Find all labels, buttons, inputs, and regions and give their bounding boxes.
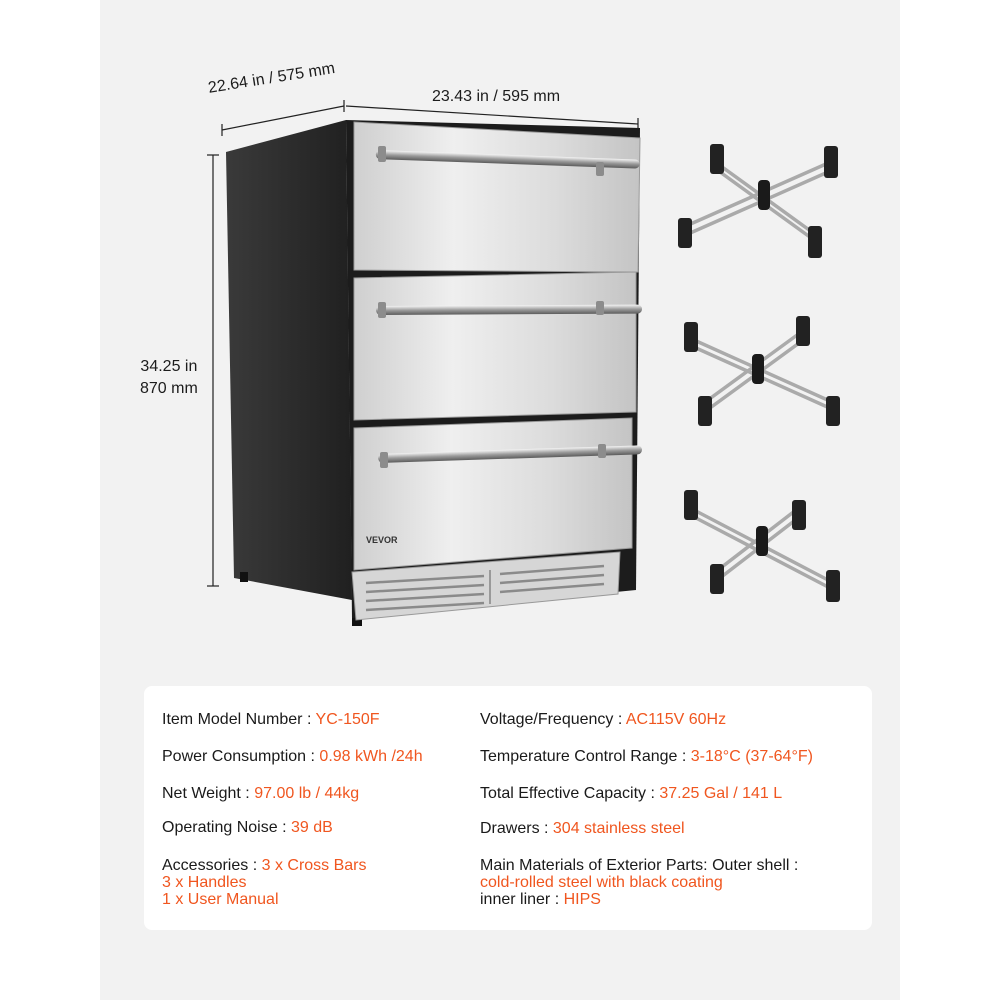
spec-model: Item Model Number : YC-150F [162,711,380,729]
spec-capacity-label: Total Effective Capacity : [480,785,655,802]
spec-drawers-label: Drawers : [480,820,549,837]
height-inches: 34.25 in [140,358,198,375]
spec-capacity: Total Effective Capacity : 37.25 Gal / 1… [480,785,782,803]
spec-noise-label: Operating Noise : [162,819,287,836]
spec-temperature-value: 3-18°C (37-64°F) [690,748,813,765]
spec-materials-inner-label: inner liner : [480,891,560,908]
drawer-middle [353,271,643,421]
spec-drawers: Drawers : 304 stainless steel [480,820,685,838]
spec-accessories: Accessories : 3 x Cross Bars 3 x Handles… [162,857,367,908]
spec-temperature-label: Temperature Control Range : [480,748,687,765]
cross-bar-3 [684,490,840,602]
width-dimension-label: 23.43 in / 595 mm [432,88,561,105]
spec-weight: Net Weight : 97.00 lb / 44kg [162,785,359,803]
spec-voltage: Voltage/Frequency : AC115V 60Hz [480,711,726,729]
product-illustration: VEVOR [207,100,840,626]
drawer-top [353,121,641,273]
spec-weight-label: Net Weight : [162,785,250,802]
spec-voltage-label: Voltage/Frequency : [480,711,623,728]
spec-power-value: 0.98 kWh /24h [319,748,423,765]
spec-materials-outer-value: cold-rolled steel with black coating [480,874,723,891]
spec-accessories-item: 3 x Handles [162,874,247,891]
kick-plate-vent [351,551,621,621]
depth-dimension-line [221,100,345,136]
cross-bar-1 [678,144,838,258]
height-dimension-label: 34.25 in 870 mm [140,356,198,400]
spec-noise-value: 39 dB [290,819,333,836]
spec-voltage-value: AC115V 60Hz [625,711,727,728]
spec-temperature: Temperature Control Range : 3-18°C (37-6… [480,748,813,766]
spec-materials: Main Materials of Exterior Parts: Outer … [480,857,798,908]
spec-accessories-item: 1 x User Manual [162,891,279,908]
spec-noise: Operating Noise : 39 dB [162,819,333,837]
spec-power-label: Power Consumption : [162,748,315,765]
spec-model-value: YC-150F [315,711,380,728]
spec-card [144,686,872,930]
height-millimeters: 870 mm [140,380,198,397]
spec-accessories-item: 3 x Cross Bars [261,857,367,874]
spec-power: Power Consumption : 0.98 kWh /24h [162,748,423,766]
spec-capacity-value: 37.25 Gal / 141 L [659,785,783,802]
spec-materials-label: Main Materials of Exterior Parts: Outer … [480,857,799,874]
spec-drawers-value: 304 stainless steel [552,820,685,837]
cabinet-side-panel [226,120,352,600]
spec-weight-value: 97.00 lb / 44kg [254,785,360,802]
height-dimension-line [207,154,219,587]
spec-accessories-label: Accessories : [162,857,258,874]
spec-model-label: Item Model Number : [162,711,312,728]
brand-logo: VEVOR [366,535,398,545]
spec-materials-inner-value: HIPS [563,891,601,908]
drawer-bottom: VEVOR [353,417,643,571]
cross-bar-2 [684,316,840,426]
